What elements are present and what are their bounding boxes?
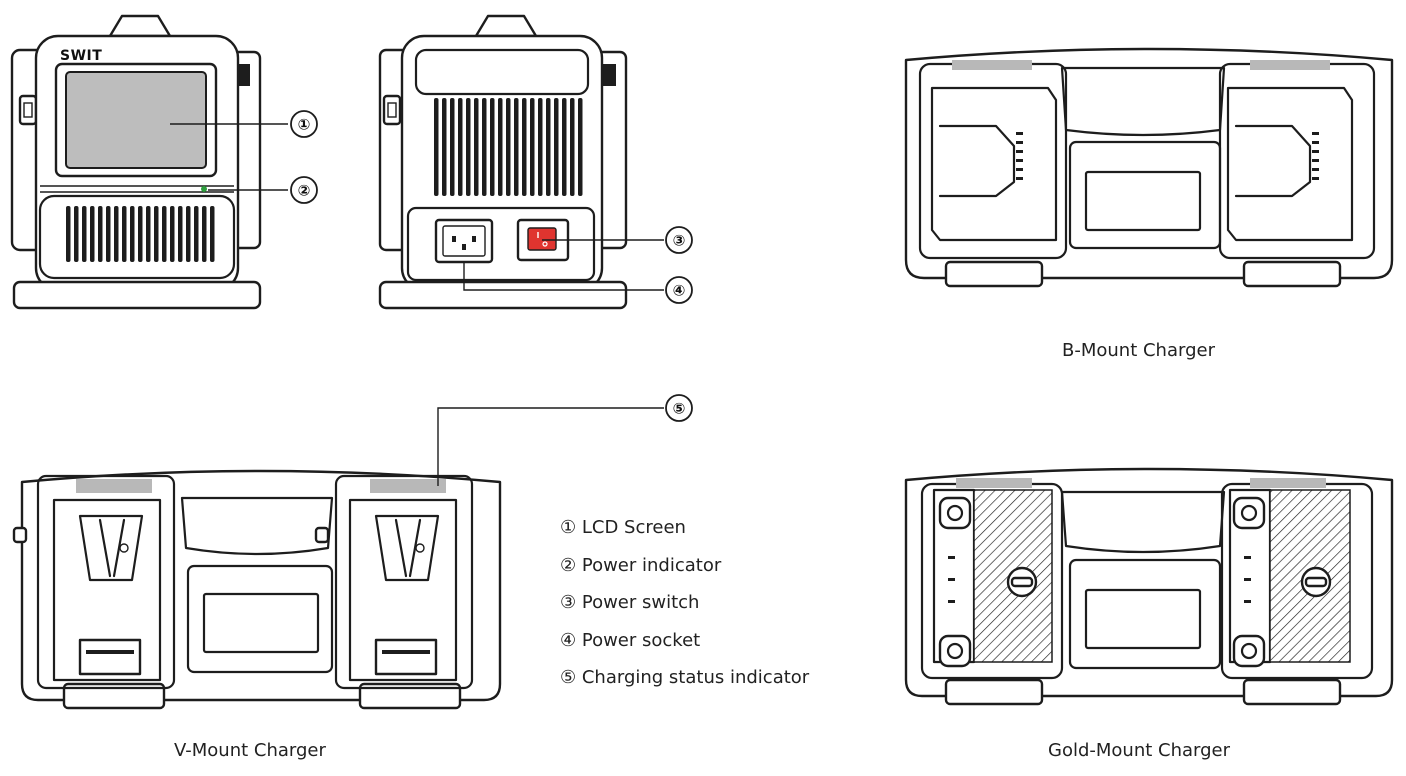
legend-item-power-socket: ④ Power socket (560, 629, 701, 651)
legend-item-power-indicator: ② Power indicator (560, 554, 722, 576)
legend: ① LCD Screen ② Power indicator ③ Power s… (560, 514, 809, 702)
top-callouts: ① ② ③ ④ (170, 110, 693, 304)
brand-logo: SWIT (60, 48, 102, 64)
caption-v-mount: V-Mount Charger (174, 740, 326, 761)
b-status-bar-right (1250, 60, 1330, 70)
callout-3: ③ (673, 232, 686, 250)
b-mount-charger (904, 47, 1394, 288)
power-switch (527, 227, 557, 251)
rear-view (378, 14, 628, 310)
b-status-bar-left (952, 60, 1032, 70)
callout-1: ① (298, 116, 311, 134)
legend-item-power-switch: ③ Power switch (560, 592, 700, 613)
callout-4: ④ (673, 282, 686, 300)
gold-status-bar-right (1250, 478, 1326, 488)
v-mount-charger: ⑤ (12, 394, 693, 710)
callout-2: ② (298, 182, 311, 200)
legend-item-lcd-screen: ① LCD Screen (560, 517, 686, 538)
power-indicator-led (201, 186, 207, 192)
legend-item-charging-status-indicator: ⑤ Charging status indicator (560, 667, 810, 688)
caption-b-mount: B-Mount Charger (1062, 340, 1215, 361)
caption-gold-mount: Gold-Mount Charger (1048, 740, 1231, 761)
rear-vent-grille (434, 98, 583, 196)
lcd-screen (65, 71, 207, 169)
gold-mount-charger (904, 467, 1394, 706)
gold-status-bar-left (956, 478, 1032, 488)
v-status-bar-right (370, 479, 446, 493)
front-vent-grille (66, 206, 215, 262)
v-status-bar-left (76, 479, 152, 493)
front-view: SWIT (10, 14, 262, 310)
callout-5: ⑤ (673, 400, 686, 418)
